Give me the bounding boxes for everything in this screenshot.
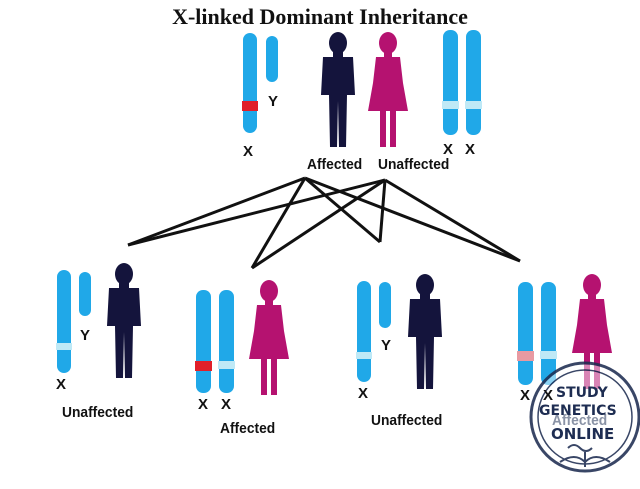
watermark-line-3: ONLINE bbox=[551, 425, 615, 443]
father-figure bbox=[321, 32, 355, 147]
offspring-3-status-label: Unaffected bbox=[371, 412, 443, 429]
offspring-1-figure bbox=[107, 263, 141, 378]
watermark-line-1: STUDY bbox=[556, 385, 608, 401]
watermark-line-2: GENETICS bbox=[539, 403, 617, 419]
dna-book-icon bbox=[559, 444, 611, 467]
offspring-4-status-label: Affected bbox=[552, 412, 608, 429]
father-x-chromosome bbox=[242, 33, 258, 133]
father-x-label: X bbox=[243, 143, 254, 160]
mother-x1-label: X bbox=[443, 141, 454, 158]
offspring-4-x2-label: X bbox=[543, 387, 554, 404]
watermark-logo bbox=[529, 361, 640, 473]
offspring-3-figure bbox=[408, 274, 442, 389]
offspring-1-y-label: Y bbox=[80, 327, 91, 344]
father-y-chromosome bbox=[266, 36, 278, 82]
mother-chromosomes bbox=[442, 30, 482, 135]
offspring-1-x-label: X bbox=[56, 376, 67, 393]
offspring-4-x1-label: X bbox=[520, 387, 531, 404]
mother-x-chromosome-2 bbox=[465, 30, 482, 135]
diagram-title: X-linked Dominant Inheritance bbox=[172, 4, 468, 29]
cross-lines bbox=[127, 176, 521, 270]
father-status-label: Affected bbox=[307, 156, 363, 173]
offspring-4-chromosomes bbox=[517, 282, 557, 385]
mother-status-label: Unaffected bbox=[378, 156, 450, 173]
mother-figure bbox=[368, 32, 408, 147]
offspring-2-figure bbox=[249, 280, 289, 395]
mother-x-chromosome-1 bbox=[442, 30, 459, 135]
offspring-3-y-label: Y bbox=[381, 337, 392, 354]
father-chromosomes bbox=[242, 33, 278, 133]
offspring-3-x-label: X bbox=[358, 385, 369, 402]
offspring-1-chromosomes bbox=[56, 270, 91, 373]
offspring-2-x2-label: X bbox=[221, 396, 232, 413]
mother-x2-label: X bbox=[465, 141, 476, 158]
offspring-2-status-label: Affected bbox=[220, 420, 276, 437]
father-y-label: Y bbox=[268, 93, 279, 110]
offspring-2-chromosomes bbox=[195, 290, 235, 393]
offspring-2-x1-label: X bbox=[198, 396, 209, 413]
offspring-1-status-label: Unaffected bbox=[62, 404, 134, 421]
offspring-3-chromosomes bbox=[356, 281, 391, 382]
